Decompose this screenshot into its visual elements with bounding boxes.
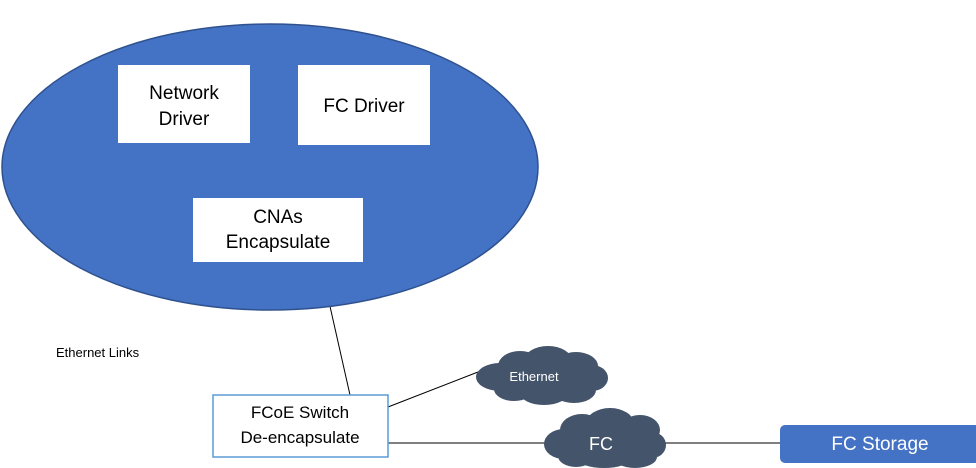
fcoe-switch-label-line2: De-encapsulate	[240, 428, 359, 447]
fc-cloud: FC	[544, 408, 666, 468]
fc-driver-box: FC Driver	[298, 65, 430, 145]
fc-storage-label: FC Storage	[831, 434, 928, 455]
ethernet-cloud-label: Ethernet	[509, 369, 559, 384]
fcoe-switch-label-line1: FCoE Switch	[251, 403, 349, 422]
network-driver-label-line2: Driver	[159, 109, 210, 130]
switch-to-ethernet-link	[387, 371, 479, 408]
fc-driver-rect	[298, 65, 430, 145]
fcoe-switch-rect	[212, 394, 389, 458]
fc-cloud-label: FC	[589, 434, 613, 454]
cna-label-line2: Encapsulate	[226, 232, 331, 253]
cna-box: CNAs Encapsulate	[193, 198, 363, 262]
ethernet-cloud: Ethernet	[476, 346, 608, 405]
network-driver-box: Network Driver	[118, 65, 250, 143]
cna-rect	[193, 198, 363, 262]
fcoe-switch-box: FCoE Switch De-encapsulate	[212, 394, 389, 458]
fc-storage-box: FC Storage	[780, 425, 976, 463]
host-ellipse	[1, 23, 539, 311]
network-driver-rect	[118, 65, 250, 143]
network-driver-label-line1: Network	[149, 83, 219, 104]
fc-driver-label: FC Driver	[323, 96, 405, 117]
fc-storage-rect	[780, 425, 976, 463]
cna-label-line1: CNAs	[253, 207, 303, 228]
fc-cloud-shape	[544, 408, 666, 468]
ethernet-cloud-shape	[476, 346, 608, 405]
ethernet-links-label: Ethernet Links	[56, 345, 140, 360]
